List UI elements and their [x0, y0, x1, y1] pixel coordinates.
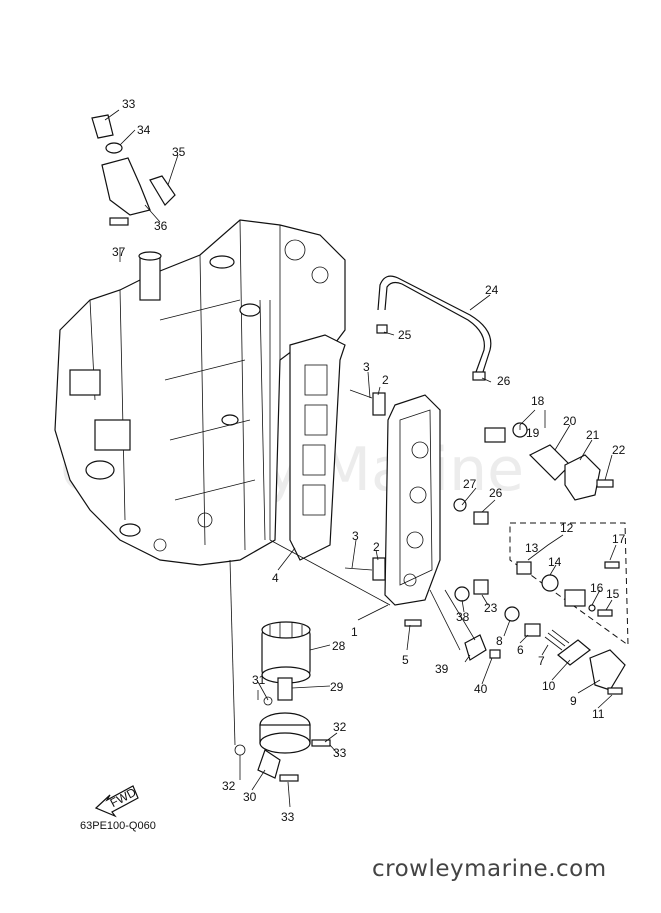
callout-2: 2	[373, 540, 380, 554]
callout-24: 24	[485, 283, 499, 297]
fwd-arrow: FWD	[94, 785, 139, 818]
pressure-control-valve-box	[509, 522, 629, 646]
callout-27: 27	[463, 477, 477, 491]
callout-29: 29	[330, 680, 344, 694]
hose	[377, 275, 492, 376]
callout-14: 14	[548, 555, 562, 569]
callout-1: 1	[351, 625, 358, 639]
callout-32: 32	[222, 779, 236, 793]
callout-31: 31	[252, 673, 266, 687]
thermostat-housing-top	[91, 114, 176, 226]
callout-18: 18	[531, 394, 545, 408]
callout-8: 8	[496, 634, 503, 648]
callout-40: 40	[474, 682, 488, 696]
callout-20: 20	[563, 414, 577, 428]
callout-21: 21	[586, 428, 600, 442]
filter-base	[234, 677, 331, 782]
site-name: crowleymarine.com	[372, 856, 607, 882]
callout-37: 37	[112, 245, 126, 259]
callout-19: 19	[526, 426, 540, 440]
callout-30: 30	[243, 790, 257, 804]
callout-17: 17	[612, 532, 626, 546]
callout-26: 26	[497, 374, 511, 388]
callout-22: 22	[612, 443, 626, 457]
callout-39: 39	[435, 662, 449, 676]
callout-15: 15	[606, 587, 620, 601]
callout-11: 11	[592, 707, 605, 721]
callout-38: 38	[456, 610, 470, 624]
callout-10: 10	[542, 679, 556, 693]
callout-7: 7	[538, 654, 545, 668]
leader-lines	[104, 109, 617, 808]
callout-36: 36	[154, 219, 168, 233]
callout-26: 26	[489, 486, 503, 500]
callout-6: 6	[517, 643, 524, 657]
callout-16: 16	[590, 581, 604, 595]
exhaust-cover	[384, 394, 441, 606]
callout-3: 3	[352, 529, 359, 543]
callout-labels: 1223345678910111213141516171819202122232…	[112, 97, 626, 824]
callout-33: 33	[281, 810, 295, 824]
callout-25: 25	[398, 328, 412, 342]
callout-2: 2	[382, 373, 389, 387]
callout-12: 12	[560, 521, 574, 535]
callout-33: 33	[122, 97, 136, 111]
diagram-code: 63PE100-Q060	[80, 820, 156, 832]
callout-33: 33	[333, 746, 347, 760]
gasket	[289, 334, 346, 561]
callout-32: 32	[333, 720, 347, 734]
callout-35: 35	[172, 145, 186, 159]
callout-9: 9	[570, 694, 577, 708]
small-parts	[344, 324, 626, 695]
hose-outline	[384, 281, 486, 373]
callout-3: 3	[363, 360, 370, 374]
oil-filter	[261, 621, 311, 684]
callout-23: 23	[484, 601, 498, 615]
callout-34: 34	[137, 123, 151, 137]
callout-28: 28	[332, 639, 346, 653]
thermostat-assembly	[484, 422, 614, 501]
callout-4: 4	[272, 571, 279, 585]
callout-13: 13	[525, 541, 539, 555]
callout-5: 5	[402, 653, 409, 667]
